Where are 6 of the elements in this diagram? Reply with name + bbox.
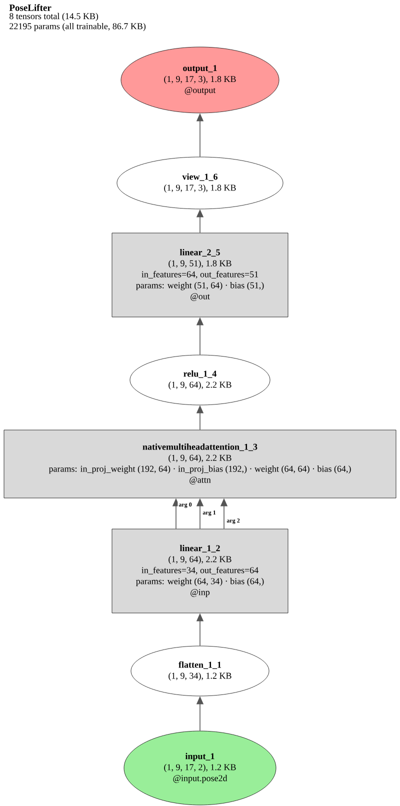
summary-line: 8 tensors total (14.5 KB) [10, 12, 98, 22]
layer-box: nativemultiheadattention_1_3 (1, 9, 64), 2.2 KB params: in_proj_weight (192, 64) · in_proj_bias (192,) · weight (64, 64) · bias (64,) @attn [4, 430, 396, 498]
summary-line: 22195 params (all trainable, 86.7 KB) [10, 22, 146, 32]
layer-box: linear_1_2 (1, 9, 64), 2.2 KB in_features=34, out_features=64 params: weight (64, 34) · bias (64,) @inp [112, 528, 288, 614]
layer-box: linear_2_5 (1, 9, 51), 1.8 KB in_features=64, out_features=51 params: weight (51, 64) · bias (51,) @out [112, 232, 288, 318]
title: PoseLifter [9, 4, 52, 11]
